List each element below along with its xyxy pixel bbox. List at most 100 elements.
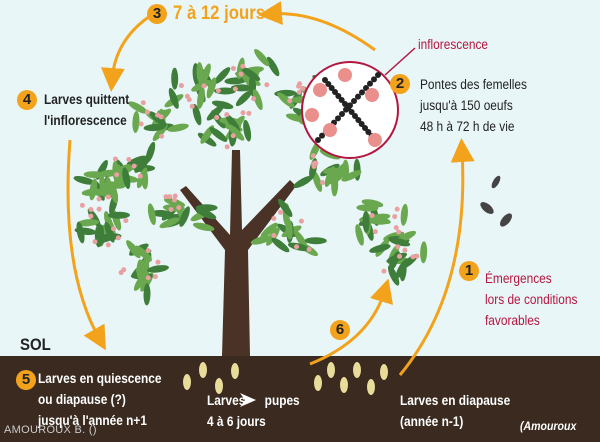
flower <box>224 144 230 150</box>
egg <box>365 129 372 135</box>
leaf <box>191 79 212 92</box>
leaf <box>147 203 156 226</box>
leaf <box>206 77 217 99</box>
egg <box>339 111 345 117</box>
line: jusqu'à 150 oeufs <box>420 98 513 113</box>
leaf <box>104 221 115 243</box>
leaf <box>149 111 167 127</box>
egg <box>375 72 381 78</box>
larva <box>231 363 239 379</box>
flower <box>232 86 238 92</box>
flower <box>271 232 277 238</box>
egg <box>335 115 341 122</box>
step-3-badge: 3 <box>147 4 167 24</box>
larva <box>340 377 348 393</box>
flower <box>214 114 220 120</box>
flower-bud <box>313 83 327 97</box>
leaf <box>225 114 241 133</box>
leaf <box>192 222 215 232</box>
flower <box>296 89 302 95</box>
leaf <box>324 166 335 187</box>
leaf <box>76 221 85 244</box>
flower <box>381 268 387 274</box>
egg <box>335 93 342 99</box>
leaf <box>126 240 141 259</box>
flower <box>287 98 293 104</box>
line: Pontes des femelles <box>420 77 527 92</box>
flower <box>246 110 252 116</box>
leaf <box>134 156 151 173</box>
step-1-badge: 1 <box>459 261 479 281</box>
egg <box>359 89 365 96</box>
step-6-badge: 6 <box>330 320 350 340</box>
leaf <box>77 219 99 227</box>
egg <box>352 113 358 119</box>
line: l'inflorescence <box>44 113 127 128</box>
line: Larves en diapause <box>400 393 511 408</box>
leaf <box>195 208 217 220</box>
leaf <box>135 255 152 273</box>
flower <box>152 274 158 280</box>
leaf <box>195 204 218 212</box>
flower <box>300 86 306 92</box>
leaf <box>285 217 293 240</box>
flower <box>394 206 400 212</box>
larva <box>353 362 361 378</box>
flower <box>397 253 403 259</box>
larva <box>199 362 207 378</box>
egg <box>348 109 355 115</box>
flower <box>176 205 182 211</box>
leaf <box>83 171 106 179</box>
egg <box>355 117 362 123</box>
flower <box>110 226 116 232</box>
flower <box>238 71 244 77</box>
egg <box>351 98 357 104</box>
leaf <box>171 67 179 90</box>
line: 4 à 6 jours <box>207 414 266 429</box>
leaf <box>211 100 234 110</box>
step-2-text: Pontes des femelles jusqu'à 150 oeufs 48 h… <box>420 74 527 137</box>
leaf <box>122 167 131 189</box>
flower <box>118 270 124 276</box>
flower <box>240 110 246 116</box>
flower <box>126 156 132 162</box>
flower <box>114 172 120 178</box>
flower <box>123 218 129 224</box>
leaf <box>159 217 180 229</box>
leaf <box>235 89 253 107</box>
leaf <box>147 265 169 273</box>
flower <box>319 180 325 186</box>
flower <box>393 225 399 231</box>
larvae-in-soil <box>183 362 388 395</box>
leaf <box>97 224 105 247</box>
flower <box>396 229 402 235</box>
leaf <box>143 123 166 132</box>
leaf <box>294 230 308 250</box>
flower <box>306 246 312 252</box>
tree-trunk <box>180 150 296 356</box>
arrow-6 <box>309 278 394 366</box>
step-5-badge: 5 <box>16 370 36 390</box>
flower <box>155 259 161 265</box>
line: 48 h à 72 h de vie <box>420 119 515 134</box>
egg <box>315 137 321 143</box>
flower <box>163 194 169 200</box>
line: lors de conditions <box>485 292 578 307</box>
leaf <box>369 244 391 253</box>
flower <box>215 88 221 94</box>
leaf <box>243 119 252 142</box>
egg <box>367 80 373 87</box>
flower <box>158 114 164 120</box>
flower <box>137 173 143 179</box>
step-3-text: 7 à 12 jours <box>173 3 266 24</box>
flower <box>372 229 378 235</box>
flower <box>144 109 150 115</box>
step-4-badge: 4 <box>17 90 37 110</box>
leaf <box>250 235 272 245</box>
leaf <box>304 237 327 245</box>
flower <box>131 163 137 169</box>
larva <box>380 364 388 380</box>
egg <box>358 121 365 127</box>
